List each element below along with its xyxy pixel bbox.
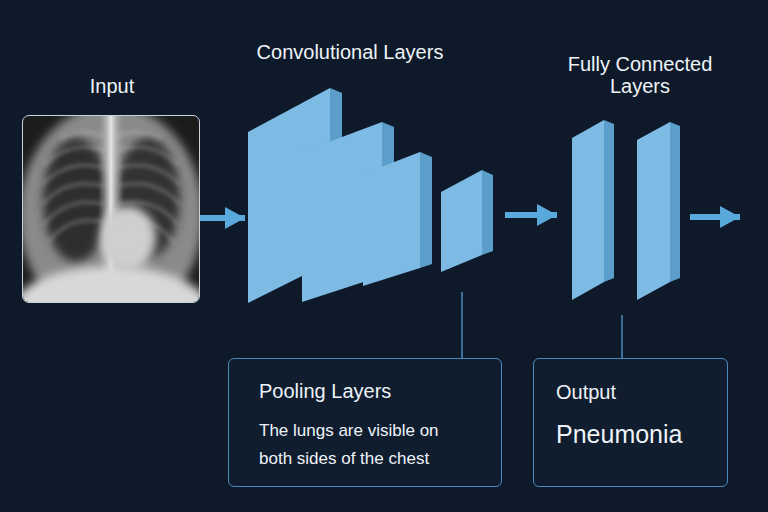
layer-group-title: Fully Connected Layers [540,53,740,97]
rib [48,221,104,243]
input-label: Input [23,74,201,98]
clavicle [60,132,104,138]
layer-block [363,152,420,286]
layer-block [572,120,604,300]
rib [118,147,178,165]
rib [118,221,174,243]
pooling-box: Pooling LayersThe lungs are visible on b… [228,358,502,487]
xray-heart [100,206,156,270]
layer-block-side [482,170,493,255]
box-body: The lungs are visible on both sides of t… [259,417,471,472]
layer-block-side [420,152,432,268]
fc-layer-blocks [572,120,680,300]
fc-layer-group: Fully Connected Layers [557,60,690,315]
leader-line [461,292,463,358]
flow-arrow [505,212,557,218]
rib [118,165,180,185]
layer-block [637,122,670,300]
chest-xray [23,116,199,302]
conv-layer-blocks [248,88,493,303]
layer-group-title: Convolutional Layers [220,40,480,64]
output-arrow [690,214,740,220]
layer-block-side [604,120,614,282]
leader-line [621,315,623,358]
rib [44,147,104,165]
conv-layer-group: Convolutional Layers [245,30,505,292]
box-heading: Pooling Layers [259,379,489,403]
xray-diaphragm [23,266,199,302]
rib [42,165,104,185]
output-box: OutputPneumonia [533,358,728,487]
layer-block-side [670,122,680,282]
flow-arrow [200,215,245,221]
layer-block [441,170,482,272]
output-value: Pneumonia [556,419,726,449]
clavicle [118,132,162,138]
input-image-frame: Input [22,115,200,303]
box-heading: Output [556,380,726,404]
xray-ribs [42,132,180,243]
